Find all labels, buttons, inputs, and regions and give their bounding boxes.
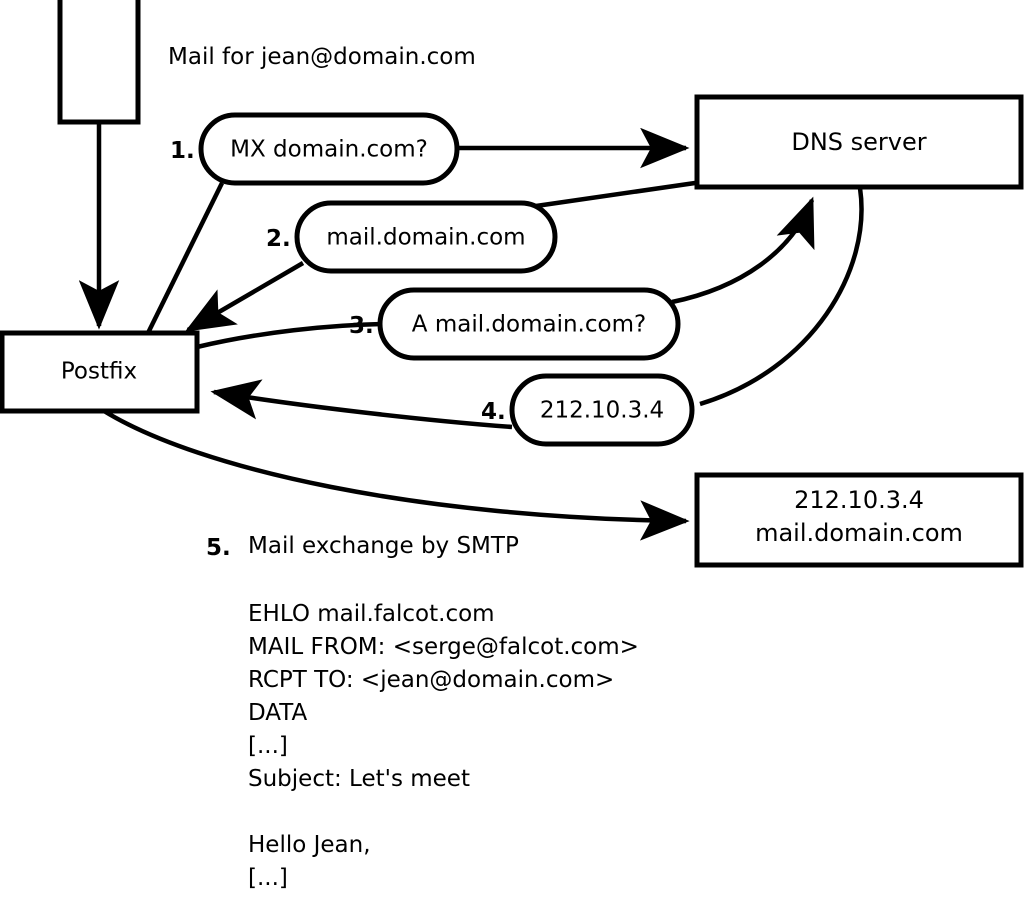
step-number-4: 4. [481,399,506,425]
transcript-line: Subject: Let's meet [248,766,470,792]
smtp-step-label: Mail exchange by SMTP [248,533,519,559]
node-dns-server-label: DNS server [791,128,926,156]
edge-step4-to-postfix [210,379,513,430]
node-step3-label: A mail.domain.com? [412,312,646,338]
transcript-line: Hello Jean, [248,832,371,858]
node-step1-box [198,112,460,186]
node-postfix-box [0,330,200,414]
step-number-2: 2. [266,226,291,252]
transcript-line: [...] [248,733,288,759]
edge-dns-to-step4 [699,187,864,407]
edge-postfix-to-step1-tail [145,182,225,334]
edge-step3-to-dns [671,196,815,305]
node-sender-box [57,0,141,125]
node-step3-box [377,287,681,361]
node-mail-server-ip: 212.10.3.4 [794,486,924,514]
node-step1-label: MX domain.com? [230,137,428,163]
edge-dns-to-step2-tail [535,180,696,209]
edge-postfix-to-mailserver-smtp [102,409,690,541]
mail-for-caption: Mail for jean@domain.com [168,44,476,70]
transcript-line: [...] [248,865,288,891]
node-postfix-label: Postfix [61,359,137,385]
node-mail-server-host: mail.domain.com [755,519,963,547]
node-step2-box [294,200,558,274]
step-number-1: 1. [170,138,195,164]
transcript-line: EHLO mail.falcot.com [248,601,495,627]
node-dns-server-box [694,94,1024,190]
node-mail-server-box [694,472,1024,568]
step-number-3: 3. [349,313,374,339]
node-step4-box [509,373,695,447]
step-number-5: 5. [206,535,231,561]
transcript-line: RCPT TO: <jean@domain.com> [248,667,615,693]
edge-postfix-to-step3 [196,321,383,350]
node-step2-label: mail.domain.com [326,225,525,251]
edge-step2-to-postfix [184,261,305,332]
node-step4-label: 212.10.3.4 [540,398,664,424]
transcript-line: DATA [248,700,308,726]
transcript-line: MAIL FROM: <serge@falcot.com> [248,634,639,660]
transcript-line [248,796,639,829]
transcript-line [248,895,639,919]
